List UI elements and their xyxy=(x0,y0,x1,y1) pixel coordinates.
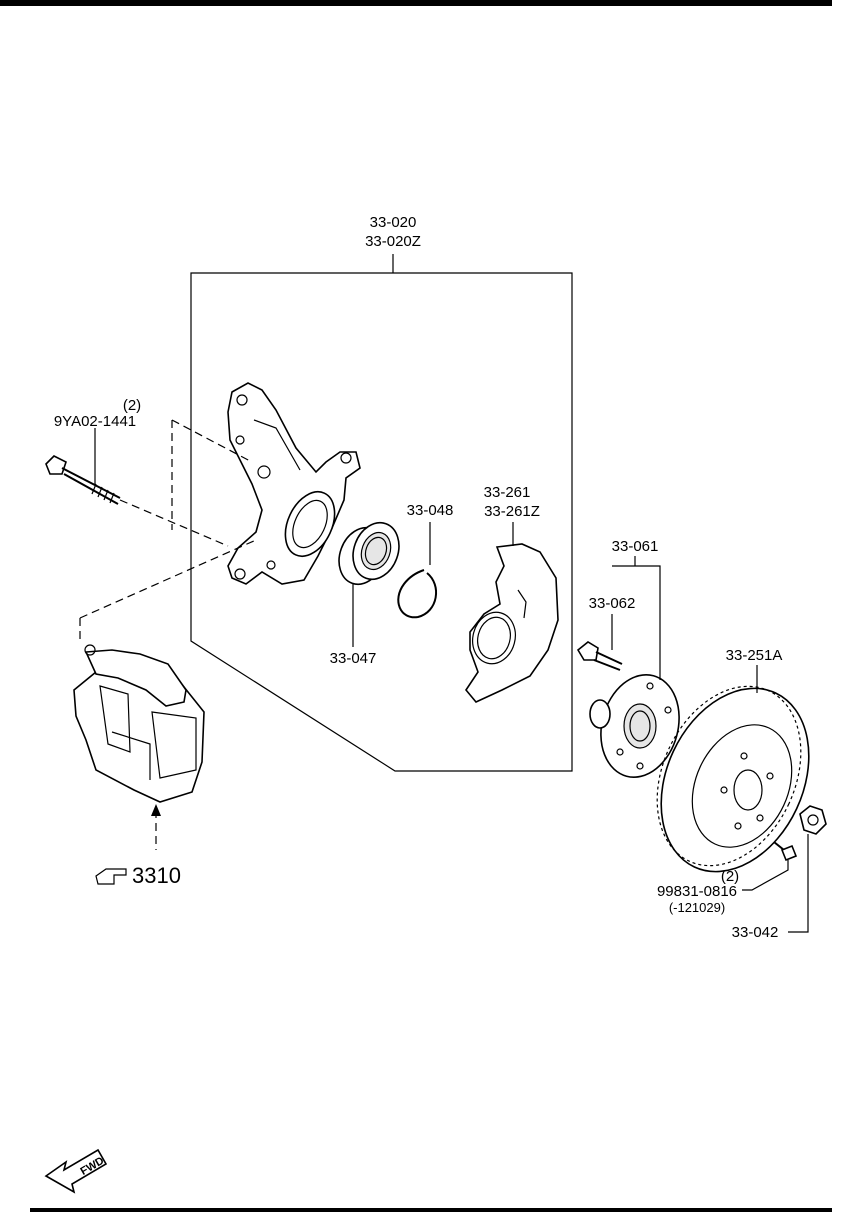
label-lock-nut: 33-042 xyxy=(732,924,779,941)
label-caliper-ref: 3310 xyxy=(132,863,181,888)
label-hub-assy: 33-061 xyxy=(612,538,659,555)
label-dust-cover-2: 33-261Z xyxy=(484,503,540,520)
ref-arrow xyxy=(151,804,161,816)
dust-cover xyxy=(465,543,559,703)
label-dust-cover-1: 33-261 xyxy=(484,484,531,501)
bottom-border xyxy=(30,1208,832,1212)
label-bearing: 33-047 xyxy=(330,650,377,667)
pointing-hand-icon xyxy=(95,868,127,885)
leader-hub-assy xyxy=(612,565,661,680)
dashed-line-caliper xyxy=(79,539,257,619)
brake-disc xyxy=(656,685,810,873)
dashed-line-2 xyxy=(171,419,253,463)
label-disc: 33-251A xyxy=(726,647,783,664)
wheel-bearing xyxy=(338,521,400,586)
top-border xyxy=(0,0,832,6)
lock-nut xyxy=(799,805,827,835)
snap-ring xyxy=(397,569,438,619)
label-knuckle-assy-2: 33-020Z xyxy=(365,233,421,250)
label-snap-ring: 33-048 xyxy=(407,502,454,519)
hub-bolt xyxy=(576,641,623,671)
disc-screw xyxy=(773,841,798,862)
label-hub-bolt: 33-062 xyxy=(589,595,636,612)
brake-caliper xyxy=(73,644,205,803)
wheel-hub xyxy=(589,674,680,778)
label-screw-note: (-121029) xyxy=(669,900,725,915)
steering-knuckle xyxy=(227,382,361,585)
knuckle-bolt xyxy=(45,455,121,505)
leader-disc-screw xyxy=(742,860,789,891)
dashed-line-bolt-knuckle xyxy=(119,499,229,547)
label-bolt-qty: (2) xyxy=(123,397,141,414)
label-disc-screw: 99831-0816 xyxy=(657,883,737,900)
knuckle-assembly-outline xyxy=(190,272,573,772)
leader-lock-nut xyxy=(788,834,809,933)
label-knuckle-assy-1: 33-020 xyxy=(370,214,417,231)
fwd-arrow-icon xyxy=(44,1148,108,1194)
label-knuckle-bolt: 9YA02-1441 xyxy=(54,413,136,430)
label-screw-qty: (2) xyxy=(721,868,739,885)
